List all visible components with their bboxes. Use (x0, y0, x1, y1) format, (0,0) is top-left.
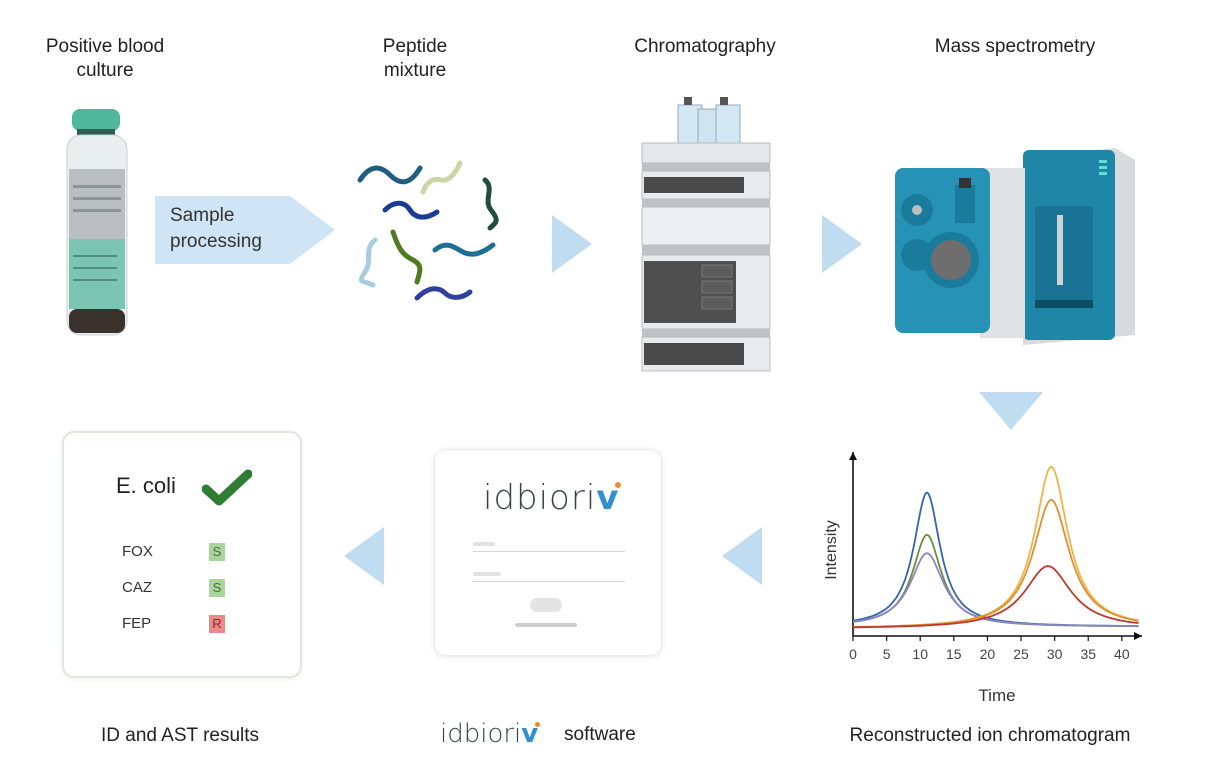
ric-y-axis-label: Intensity (823, 520, 840, 580)
ric-chart: 0 5 10 15 20 25 30 35 40 Time Intensity (823, 452, 1142, 705)
blood-culture-vial-image (66, 109, 128, 336)
flow-arrow-peptide-to-chromatography (552, 215, 592, 273)
sample-processing-label: Sample processing (170, 205, 262, 252)
logo-text: idbiori (483, 478, 597, 518)
flow-arrow-software-to-results (344, 527, 384, 585)
step-label-results: ID and AST results (100, 725, 260, 746)
ast-result-badge: S (209, 579, 225, 597)
ric-series-peak2-mid (853, 498, 1139, 628)
idbioriv-logo-caption: idbioriv (440, 719, 538, 749)
idbioriv-logo: idbioriv (483, 478, 619, 518)
step-label-chromatography: Chromatography (634, 36, 776, 57)
idbioriv-login-card: idbioriv (434, 449, 662, 656)
password-field-label (473, 572, 501, 576)
step-label-peptide-mixture: Peptide mixture (382, 36, 448, 81)
checkmark-icon (202, 469, 252, 506)
logo-v-mark: v (596, 478, 620, 518)
ric-x-tick-label: 10 (912, 646, 928, 662)
ast-drug-fep: FEP (122, 615, 152, 632)
ric-x-tick-label: 40 (1114, 646, 1130, 662)
organism-name: E. coli (116, 473, 176, 498)
id-ast-results-card: E. coli FOX S CAZ S FEP R (62, 431, 302, 678)
ric-x-axis-arrowhead (1134, 632, 1142, 640)
peptide-mixture-image (357, 160, 499, 301)
forgot-password-link[interactable] (515, 623, 577, 627)
ast-drug-caz: CAZ (122, 579, 152, 596)
logo-text: idbiori (440, 719, 522, 749)
flow-arrow-ms-to-ric (979, 392, 1043, 430)
login-button[interactable] (530, 598, 562, 612)
flow-arrow-ric-to-software (722, 527, 762, 585)
flow-arrow-chromatography-to-ms (822, 215, 862, 273)
ric-x-tick-label: 5 (883, 646, 891, 662)
ast-result-badge: R (209, 615, 225, 633)
ric-series-peak1-low (852, 552, 1139, 627)
ric-x-axis-label: Time (978, 686, 1015, 705)
step-label-blood-culture: Positive blood culture (45, 36, 165, 81)
ric-x-tick-label: 30 (1047, 646, 1063, 662)
ric-series-peak2-low (852, 565, 1139, 629)
ric-y-axis-arrowhead (849, 452, 857, 460)
ric-x-tick-label: 15 (946, 646, 962, 662)
ric-x-tick-label: 25 (1013, 646, 1029, 662)
mass-spectrometer-image (895, 148, 1135, 345)
step-label-ric: Reconstructed ion chromatogram (849, 725, 1131, 746)
hplc-instrument-image (641, 97, 771, 372)
step-label-mass-spectrometry: Mass spectrometry (934, 36, 1096, 57)
username-field-label (473, 542, 495, 546)
ric-x-tick-label: 35 (1080, 646, 1096, 662)
sample-processing-arrow (155, 196, 335, 264)
ast-result-badge: S (209, 543, 225, 561)
ric-x-tick-label: 0 (849, 646, 857, 662)
password-field[interactable] (473, 581, 625, 582)
username-field[interactable] (473, 551, 625, 552)
step-label-software: software (564, 724, 636, 745)
logo-v-mark: v (521, 719, 539, 749)
ast-drug-fox: FOX (122, 543, 153, 560)
ric-x-tick-label: 20 (980, 646, 996, 662)
